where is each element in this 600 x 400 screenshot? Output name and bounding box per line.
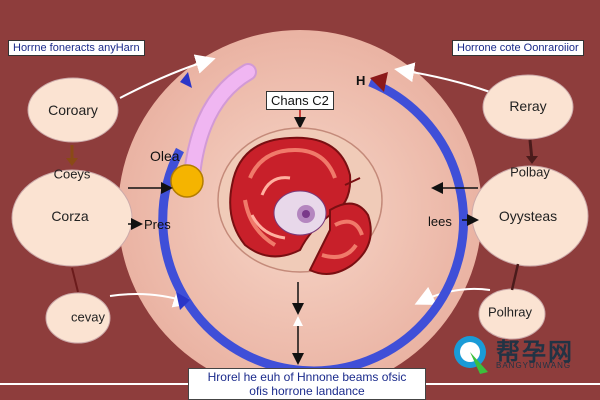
oval-left-1 <box>27 77 119 143</box>
connector-left-top-head <box>66 158 78 166</box>
label-h-marker: H <box>356 73 366 88</box>
node-left-1: Coroary <box>48 102 98 118</box>
label-top-right: Horrone cote Oonraroiior <box>452 40 584 56</box>
label-top-left: Horrne foneracts anyHarn <box>8 40 145 56</box>
node-right-3: Polhray <box>487 304 533 320</box>
watermark: 帮孕网 BANGYUNWANG <box>448 330 588 374</box>
watermark-subtitle: BANGYUNWANG <box>496 361 572 370</box>
node-right-2: Oyysteas <box>498 208 558 224</box>
inner-label-olea: Olea <box>150 148 180 164</box>
label-center-top: Chans C2 <box>266 91 334 110</box>
caption-line-2: ofis horrone landance <box>249 384 365 398</box>
hormone-ring-right <box>182 77 468 376</box>
center-white-marker <box>293 316 303 326</box>
watermark-title: 帮孕网 <box>496 338 574 366</box>
connector-left-bottom <box>71 267 79 293</box>
flow-arrow-top-right <box>394 62 491 93</box>
pink-bar <box>185 65 255 182</box>
flow-arrow-bottom-right <box>414 286 491 305</box>
connector-right-bottom <box>510 263 520 291</box>
h-marker-shape <box>370 72 388 92</box>
yellow-node <box>170 164 204 198</box>
flow-arrow-top-left <box>119 54 216 99</box>
ring-arrowhead-top-left <box>180 72 192 88</box>
inner-label-pres: Pres <box>144 217 171 232</box>
node-left-2: Corza <box>51 208 89 224</box>
caption-box: Hrorel he euh of Hnnone beams ofsic ofis… <box>188 368 426 400</box>
organ-illustration <box>217 127 383 275</box>
ring-arrowhead-bottom-left <box>176 292 190 310</box>
node-right-1: Reray <box>509 98 547 114</box>
oval-right-1 <box>482 74 574 140</box>
node-right-label-2: Polbay <box>510 164 550 180</box>
caption-line-1: Hrorel he euh of Hnnone beams ofsic <box>207 370 407 384</box>
node-left-3: cevay <box>71 309 105 325</box>
inner-label-lees: lees <box>428 214 452 229</box>
watermark-logo-icon <box>454 336 488 374</box>
connector-right-top-head <box>526 156 538 164</box>
node-left-label-2: Coeys <box>53 166 91 182</box>
oval-left-3 <box>45 292 111 344</box>
hormone-ring-left <box>158 147 190 303</box>
